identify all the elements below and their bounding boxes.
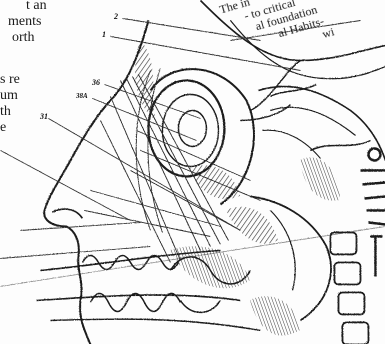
- left-text-column-lower: s re um th e: [0, 72, 30, 136]
- left-text-line: th: [0, 104, 30, 120]
- left-text-line: t an: [8, 0, 48, 14]
- left-text-line: orth: [8, 30, 48, 46]
- left-text-line: um: [0, 88, 30, 104]
- label-31: 31: [40, 112, 48, 121]
- label-38a: 38A: [76, 92, 88, 100]
- left-text-line: s re: [0, 72, 30, 88]
- label-2: 2: [114, 12, 118, 21]
- label-36: 36: [92, 78, 100, 87]
- left-text-line: e: [0, 120, 30, 136]
- left-text-line: ments: [8, 14, 48, 30]
- label-1: 1: [102, 30, 106, 39]
- left-text-column: t an ments orth: [8, 0, 48, 46]
